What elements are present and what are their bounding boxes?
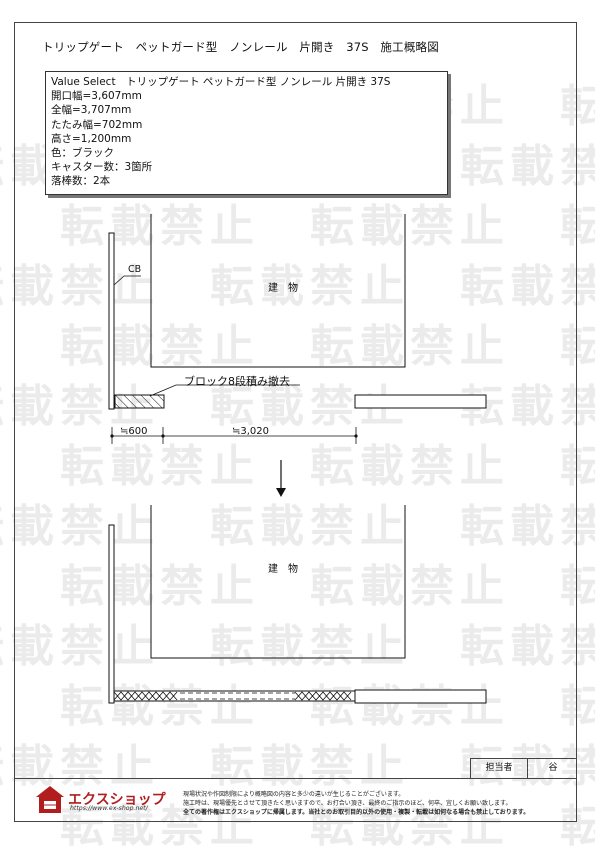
down-arrow-icon xyxy=(276,460,286,497)
spec-line-casters: キャスター数：3箇所 xyxy=(51,161,153,174)
footer-note-2: 施工時は、現場優先とさせて頂きたく思いますので、お打合い頂き、最終のご指示のほど… xyxy=(183,800,512,807)
spec-line-product: Value Select トリップゲート ペットガード型 ノンレール 片開き 3… xyxy=(51,76,391,88)
cb-leader xyxy=(113,275,141,286)
cb-label: CB xyxy=(128,264,142,275)
spec-line-color: 色：ブラック xyxy=(51,147,114,160)
spec-line-height: 高さ=1,200mm xyxy=(51,132,132,145)
page-title: トリップゲート ペットガード型 ノンレール 片開き 37S 施工概略図 xyxy=(42,40,439,54)
building-label-bottom: 建 物 xyxy=(268,564,298,575)
company-name: エクスショップ xyxy=(68,792,166,808)
right-wall-bottom xyxy=(354,689,487,704)
spec-line-opening-width: 開口幅=3,607mm xyxy=(51,90,142,103)
dim-dot-right xyxy=(354,434,358,438)
spec-line-folded-width: たたみ幅=702mm xyxy=(51,118,143,131)
sheet-border xyxy=(14,22,577,822)
footer-note-3: 全ての著作権はエクスショップに帰属します。当社とのお取引目的以外の使用・複製・転… xyxy=(183,809,530,816)
block-removal-label: ブロック8段積み撤去 xyxy=(184,375,290,388)
gate-panel xyxy=(294,691,352,701)
cb-wall-bottom xyxy=(108,524,115,704)
footer-note-1: 現場状況や作図制限により概略図の内容と多少の違いが生じることがございます。 xyxy=(183,791,405,798)
trip-gate xyxy=(113,690,356,702)
spec-line-total-width: 全幅=3,707mm xyxy=(51,104,132,117)
block-leader xyxy=(149,384,300,397)
spec-line-drop-rods: 落棒数：2本 xyxy=(51,175,111,188)
company-logo-icon xyxy=(36,786,64,813)
gate-panels xyxy=(113,691,352,701)
building-label-top: 建 物 xyxy=(268,283,298,294)
footer-divider xyxy=(14,778,577,779)
top-plan xyxy=(108,214,487,444)
dimension-right-label: ≒3,020 xyxy=(232,426,270,437)
bottom-plan xyxy=(108,505,487,704)
building-outline-bottom xyxy=(150,505,406,659)
company-url: https://www.ex-shop.net/ xyxy=(70,805,148,812)
dim-dot-mid xyxy=(161,434,165,438)
right-wall-top xyxy=(354,394,487,409)
signature-box: 担当者 谷 xyxy=(470,758,577,778)
gate-panel xyxy=(113,691,178,701)
dimension-left-label: ≒600 xyxy=(120,426,148,437)
building-outline-top xyxy=(150,214,406,368)
cb-wall-top xyxy=(108,232,115,410)
spec-box: Value Select トリップゲート ペットガード型 ノンレール 片開き 3… xyxy=(45,71,448,195)
dim-dot-left xyxy=(110,434,114,438)
sign-label: 担当者 xyxy=(471,759,528,778)
block-wall-top xyxy=(114,394,165,409)
gate-panel xyxy=(294,691,352,701)
sign-value: 谷 xyxy=(548,763,558,773)
